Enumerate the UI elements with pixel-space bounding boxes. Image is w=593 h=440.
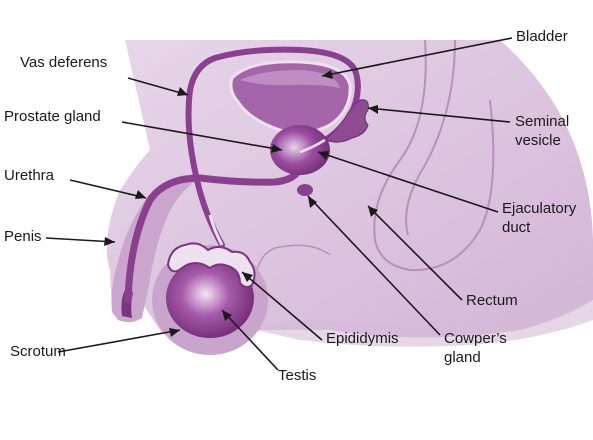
- label-urethra: Urethra: [4, 166, 54, 185]
- pointer-rectum: [367, 205, 463, 301]
- arrowhead-epididymis: [242, 272, 253, 282]
- epididymis-shape: [166, 242, 256, 289]
- urethra-duct: [124, 164, 304, 304]
- label-cowpers-gland: Cowper’s gland: [444, 329, 507, 367]
- label-ejaculatory-duct-line2: duct: [502, 219, 531, 236]
- label-rectum: Rectum: [466, 291, 518, 310]
- arrowhead-vas-deferens: [177, 87, 188, 96]
- arrowhead-scrotum: [169, 328, 180, 337]
- label-bladder: Bladder: [516, 27, 568, 46]
- pointer-seminal-vesicle: [367, 107, 511, 123]
- label-rectum-text: Rectum: [466, 292, 518, 309]
- label-testis: Testis: [278, 366, 316, 385]
- vas-deferens-lower: [208, 214, 224, 246]
- label-penis: Penis: [4, 227, 42, 246]
- label-prostate-gland-text: Prostate gland: [4, 108, 101, 125]
- pointer-prostate-gland: [121, 121, 283, 151]
- arrowhead-penis: [104, 237, 115, 246]
- label-scrotum: Scrotum: [10, 342, 66, 361]
- pointer-testis: [221, 309, 279, 371]
- arrowhead-seminal-vesicle: [368, 105, 378, 114]
- arrowhead-urethra: [135, 190, 146, 199]
- arrowhead-rectum: [368, 206, 378, 217]
- arrowhead-prostate-gland: [271, 144, 282, 153]
- label-bladder-text: Bladder: [516, 28, 568, 45]
- arrowhead-testis: [222, 310, 232, 321]
- bladder-highlight: [240, 70, 340, 88]
- thigh-region: [255, 300, 593, 347]
- label-testis-text: Testis: [278, 367, 317, 384]
- label-ejaculatory-duct: Ejaculatory duct: [502, 199, 576, 237]
- testis-shape: [166, 258, 254, 338]
- label-seminal-vesicle-line1: Seminal: [515, 113, 570, 130]
- pointer-penis: [45, 237, 116, 243]
- arrowheads: [104, 70, 378, 337]
- arrowhead-ejaculatory-duct: [318, 151, 329, 160]
- label-cowpers-gland-line2: gland: [444, 349, 481, 366]
- rectum-outline-outer: [373, 39, 495, 272]
- pointer-urethra: [69, 179, 147, 199]
- pointer-lines: [45, 37, 513, 371]
- rectum-lower-curve: [254, 244, 331, 281]
- pointer-vas-deferens: [127, 77, 189, 96]
- label-epididymis: Epididymis: [326, 329, 399, 348]
- pointer-cowpers-gland: [307, 195, 441, 336]
- pointer-ejaculatory-duct: [317, 151, 499, 213]
- label-penis-text: Penis: [4, 228, 42, 245]
- label-urethra-text: Urethra: [4, 167, 55, 184]
- pointer-scrotum: [57, 329, 181, 353]
- arrowhead-cowpers-gland: [308, 196, 317, 208]
- label-vas-deferens-text: Vas deferens: [20, 54, 108, 71]
- label-cowpers-gland-line1: Cowper’s: [444, 330, 507, 347]
- cowpers-gland-shape: [297, 184, 313, 196]
- label-seminal-vesicle-line2: vesicle: [515, 132, 561, 149]
- prostate-gland-shape: [270, 125, 330, 175]
- label-scrotum-text: Scrotum: [10, 343, 66, 360]
- rectum-outline-inner: [405, 39, 456, 236]
- pointer-bladder: [321, 37, 513, 77]
- seminal-vesicle-shape: [324, 99, 369, 143]
- label-vas-deferens: Vas deferens: [20, 53, 107, 72]
- label-ejaculatory-duct-line1: Ejaculatory: [502, 200, 577, 217]
- ejaculatory-duct-line: [299, 138, 326, 154]
- label-seminal-vesicle: Seminal vesicle: [515, 112, 569, 150]
- pointer-epididymis: [241, 271, 323, 341]
- arrowhead-bladder: [322, 70, 333, 79]
- penis-shape: [111, 175, 200, 323]
- label-prostate-gland: Prostate gland: [4, 107, 101, 126]
- label-epididymis-text: Epididymis: [326, 330, 399, 347]
